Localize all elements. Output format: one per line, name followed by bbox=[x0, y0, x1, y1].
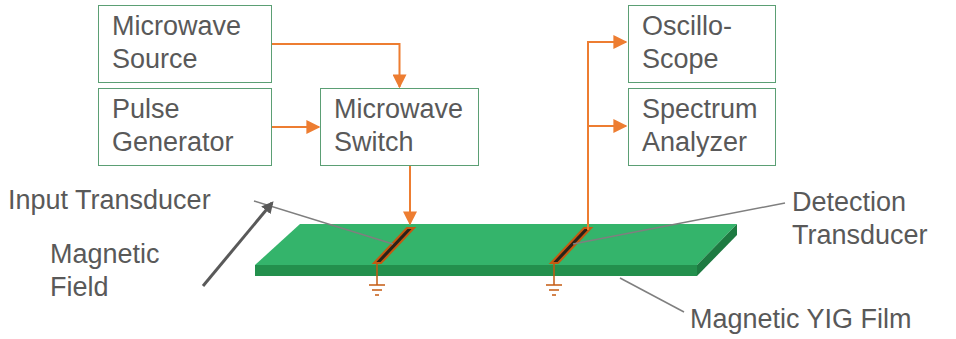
ground-symbol bbox=[546, 263, 562, 295]
yig-film bbox=[255, 224, 737, 276]
ground-symbol bbox=[369, 263, 385, 295]
leader-line bbox=[620, 278, 684, 312]
signal-arrow bbox=[272, 126, 319, 128]
process-box: Microwave Switch bbox=[320, 88, 479, 166]
annotation-label: Magnetic Field bbox=[50, 238, 185, 304]
box-text: Microwave Switch bbox=[334, 93, 465, 159]
process-box: Oscillo- Scope bbox=[628, 5, 776, 83]
leader-line bbox=[254, 201, 393, 244]
annotation-label: Input Transducer bbox=[8, 184, 248, 217]
annotation-label: Detection Transducer bbox=[792, 186, 948, 252]
process-box: Spectrum Analyzer bbox=[628, 88, 776, 166]
detection-transducer bbox=[551, 228, 591, 263]
signal-wire bbox=[409, 164, 411, 224]
box-text: Pulse Generator bbox=[112, 93, 258, 159]
leader-line bbox=[573, 203, 785, 244]
box-text: Microwave Source bbox=[112, 10, 258, 76]
box-text: Oscillo- Scope bbox=[642, 10, 762, 76]
signal-wire bbox=[588, 42, 626, 230]
process-box: Microwave Source bbox=[98, 5, 272, 83]
box-text: Spectrum Analyzer bbox=[642, 93, 762, 159]
signal-wire bbox=[588, 125, 626, 127]
annotation-label: Magnetic YIG Film bbox=[690, 303, 952, 336]
signal-arrow bbox=[272, 44, 400, 87]
input-transducer bbox=[374, 228, 414, 263]
field-arrow bbox=[203, 203, 272, 286]
process-box: Pulse Generator bbox=[98, 88, 272, 166]
